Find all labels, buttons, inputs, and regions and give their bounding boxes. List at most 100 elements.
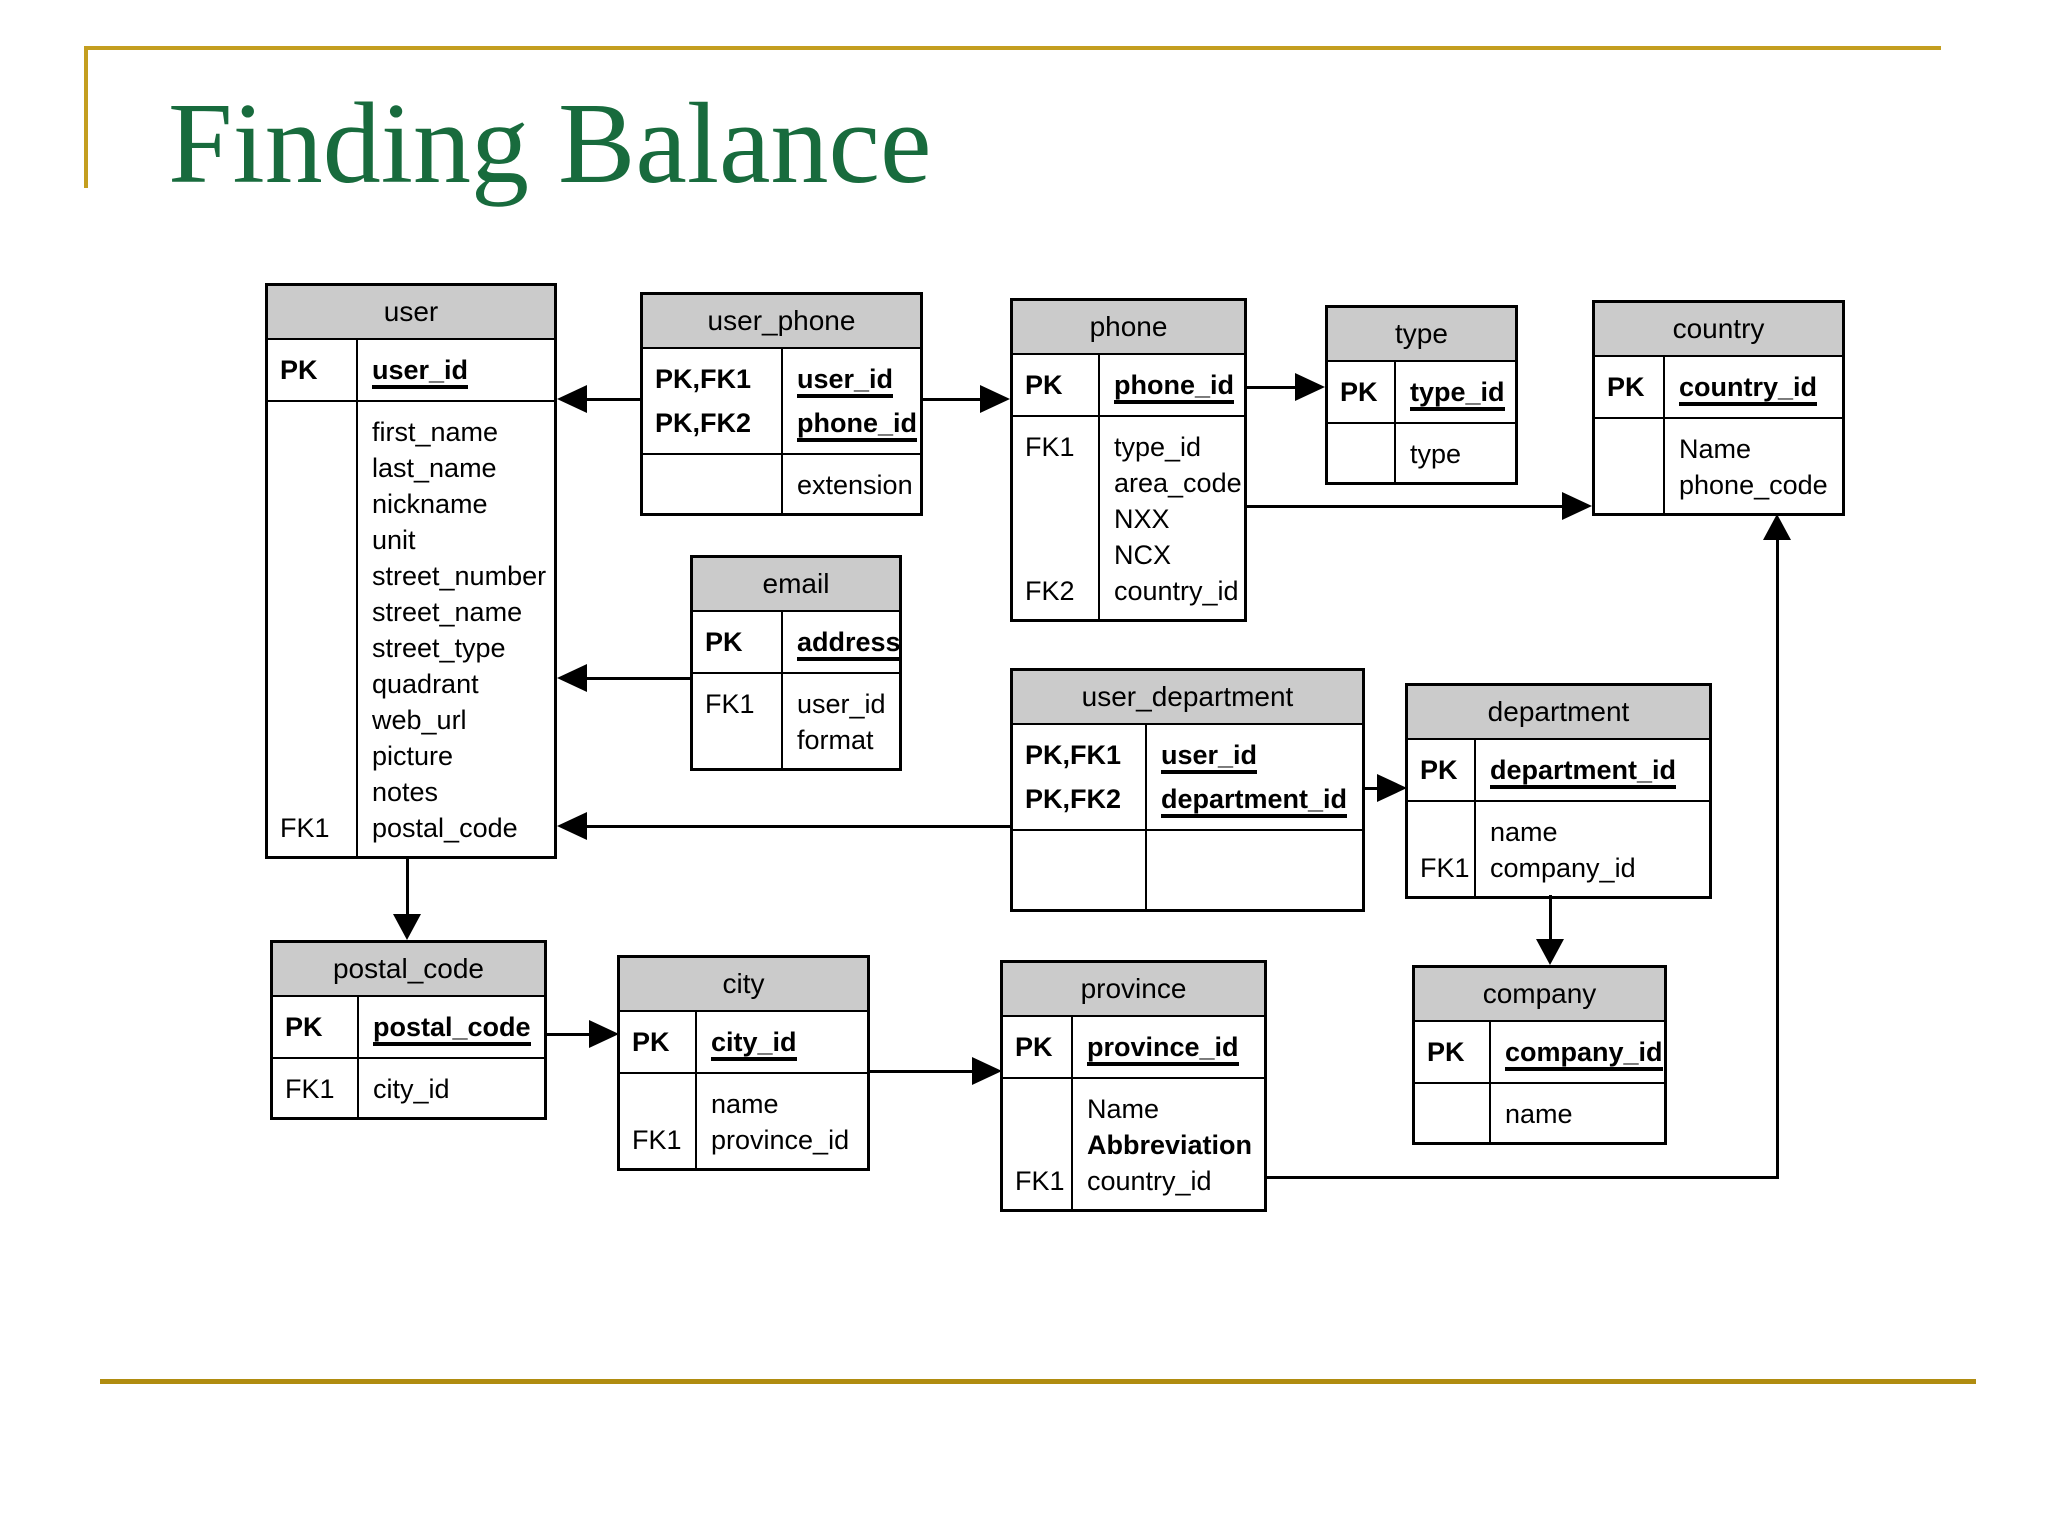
attribute-row: format	[693, 722, 899, 758]
connector-user-to-postalcode	[406, 857, 409, 917]
connector-department-to-company	[1549, 895, 1552, 942]
key-label	[1595, 467, 1663, 503]
key-label: FK1	[632, 1125, 682, 1155]
field-name: country_id	[1114, 576, 1239, 606]
key-label	[620, 1086, 695, 1122]
key-label	[268, 594, 356, 630]
key-label	[1328, 436, 1394, 472]
connector-city-to-province	[868, 1070, 975, 1073]
key-label: PK	[280, 355, 318, 385]
field-name: user_id	[1161, 740, 1258, 774]
field-name: name	[1505, 1099, 1573, 1129]
entity-header-user_department: user_department	[1013, 671, 1362, 725]
arrowhead-user-to-postalcode	[393, 914, 421, 940]
field-name: area_code	[1114, 468, 1242, 498]
connector-province-to-country-horizontal	[1265, 1176, 1779, 1179]
attribute-row: street_name	[268, 594, 554, 630]
field-name: street_name	[372, 597, 523, 627]
key-label	[268, 414, 356, 450]
field-name: user_id	[797, 689, 886, 719]
entity-header-department: department	[1408, 686, 1709, 740]
province-keys-section: PK province_id	[1003, 1017, 1264, 1079]
connector-userphone-to-phone	[921, 398, 983, 401]
field-name: user_id	[372, 355, 469, 389]
field-name: picture	[372, 741, 454, 771]
field-name: quadrant	[372, 669, 479, 699]
field-name: Name	[1087, 1094, 1160, 1124]
key-label	[1415, 1096, 1489, 1132]
key-label: PK	[1015, 1032, 1053, 1062]
field-name: extension	[797, 470, 913, 500]
field-name: country_id	[1087, 1166, 1212, 1196]
field-name: street_type	[372, 633, 506, 663]
key-label	[1013, 537, 1098, 573]
field-name: type	[1410, 439, 1462, 469]
arrowhead-userphone-to-phone	[980, 385, 1010, 413]
key-label	[268, 486, 356, 522]
entity-header-city: city	[620, 958, 867, 1012]
attribute-row: first_name	[268, 414, 554, 450]
attribute-row: notes	[268, 774, 554, 810]
key-label	[268, 666, 356, 702]
country-body-section: Name phone_code	[1595, 419, 1842, 513]
field-name: first_name	[372, 417, 499, 447]
arrowhead-userdepartment-to-department	[1377, 774, 1407, 802]
attribute-row: picture	[268, 738, 554, 774]
arrowhead-province-to-country	[1763, 514, 1791, 540]
key-label	[1595, 431, 1663, 467]
entity-header-user_phone: user_phone	[643, 295, 920, 349]
key-label	[268, 558, 356, 594]
attribute-row: area_code	[1013, 465, 1244, 501]
key-label: FK2	[1025, 576, 1075, 606]
arrowhead-email-to-user	[557, 664, 587, 692]
field-name: web_url	[372, 705, 467, 735]
key-label	[1408, 814, 1474, 850]
field-name: province_id	[1087, 1032, 1239, 1066]
field-name: user_id	[797, 364, 894, 398]
attribute-row: Name	[1003, 1091, 1264, 1127]
field-name: phone_id	[797, 408, 917, 442]
field-name: unit	[372, 525, 416, 555]
key-label: PK	[1340, 377, 1378, 407]
attribute-row: web_url	[268, 702, 554, 738]
field-name: department_id	[1490, 755, 1677, 789]
field-name: phone_code	[1679, 470, 1828, 500]
field-name: city_id	[711, 1027, 797, 1061]
key-label	[268, 450, 356, 486]
user_phone-body-section: extension	[643, 455, 920, 513]
connector-userdepartment-to-user	[584, 825, 1012, 828]
field-name: Name	[1679, 434, 1752, 464]
attribute-row: street_number	[268, 558, 554, 594]
key-label: PK	[705, 627, 743, 657]
key-label	[693, 722, 781, 758]
key-label: PK,FK2	[655, 408, 752, 438]
entity-header-user: user	[268, 286, 554, 340]
key-label	[1003, 1127, 1071, 1163]
arrowhead-department-to-company	[1536, 939, 1564, 965]
arrowhead-userdepartment-to-user	[557, 812, 587, 840]
entity-header-country: country	[1595, 303, 1842, 357]
attribute-row: Name	[1595, 431, 1842, 467]
field-name: type_id	[1114, 432, 1202, 462]
field-name: company_id	[1490, 853, 1636, 883]
key-label: PK	[632, 1027, 670, 1057]
entity-header-province: province	[1003, 963, 1264, 1017]
